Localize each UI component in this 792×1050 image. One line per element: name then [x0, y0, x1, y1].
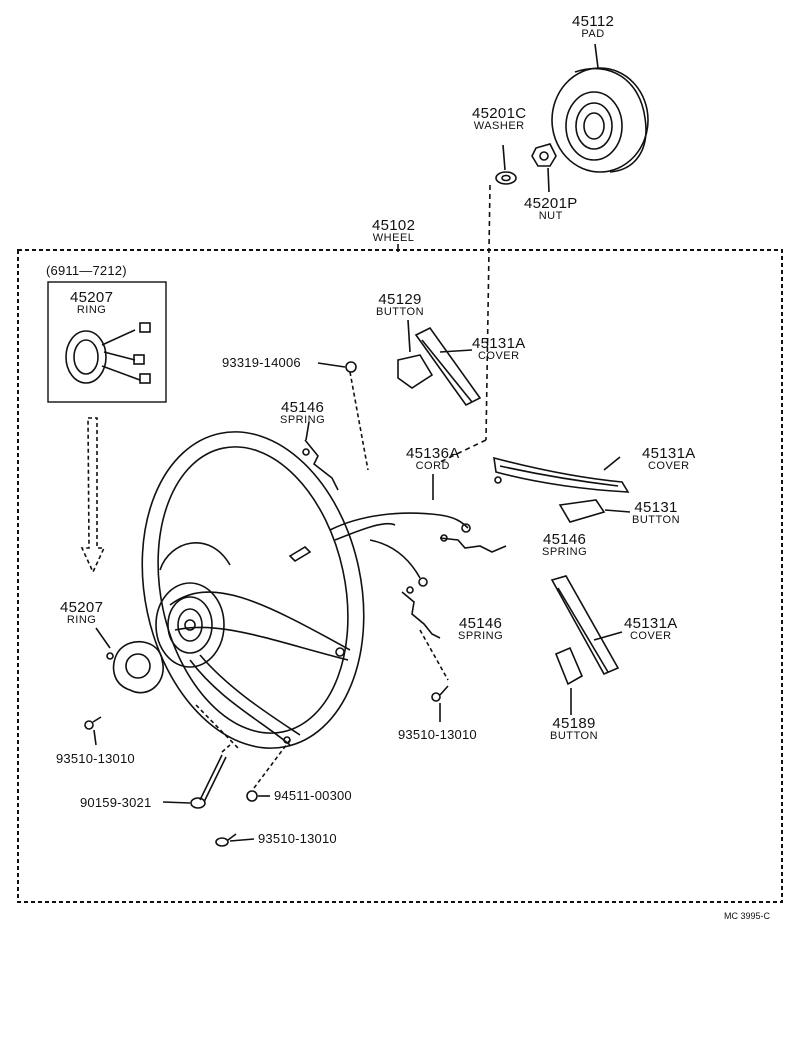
button-mid-name: BUTTON: [632, 514, 681, 526]
ring-inset-name: RING: [76, 304, 107, 316]
ring-label: 45207 RING: [60, 600, 103, 626]
cover-mid-number: 45131A: [642, 445, 696, 462]
screw-right-number: 93510-13010: [398, 727, 477, 742]
cover-mid-part: [493, 456, 630, 493]
cord-name: CORD: [415, 460, 450, 472]
cover-mid-name: COVER: [647, 460, 690, 472]
pad-label: 45112 PAD: [572, 14, 614, 40]
button-mid-label: 45131 BUTTON: [632, 500, 680, 526]
spring-left-number: 45146: [280, 399, 325, 416]
cover-top-label: 45131A COVER: [472, 336, 526, 362]
wheel-number: 45102: [372, 217, 416, 234]
button-mid-part: [558, 499, 631, 523]
wheel-label: 45102 WHEEL: [372, 218, 415, 244]
pad-number: 45112: [572, 13, 615, 30]
button-top-label: 45129 BUTTON: [376, 292, 424, 318]
cord-label: 45136A CORD: [406, 446, 460, 472]
ring-part: [95, 627, 164, 694]
ring-name: RING: [66, 614, 97, 626]
button-low-number: 45189: [552, 715, 596, 732]
cover-low-number: 45131A: [624, 615, 678, 632]
pad-name: PAD: [581, 28, 605, 40]
spring-low-label: 45146 SPRING: [458, 616, 503, 642]
inset-box: [47, 281, 167, 403]
spring-left-part: [302, 421, 339, 491]
spring-mid-label: 45146 SPRING: [542, 532, 587, 558]
wheel-name: WHEEL: [372, 232, 415, 244]
nut-label: 45201P NUT: [524, 196, 578, 222]
nut-small-part: [246, 739, 291, 802]
spring-left-label: 45146 SPRING: [280, 400, 325, 426]
nut-name: NUT: [538, 210, 563, 222]
screw-left-part: [84, 716, 102, 746]
spring-left-name: SPRING: [280, 414, 326, 426]
cover-top-part: [414, 326, 482, 407]
button-low-name: BUTTON: [550, 730, 599, 742]
bolt-number: 90159-3021: [80, 795, 152, 810]
washer-part: [495, 144, 517, 185]
washer-label: 45201C WASHER: [472, 106, 526, 132]
washer-number: 45201C: [472, 105, 527, 122]
spring-low-number: 45146: [458, 615, 503, 632]
screw-right-part: [431, 685, 449, 722]
button-top-number: 45129: [378, 291, 422, 308]
screw-top-number: 93319-14006: [222, 355, 301, 370]
button-low-label: 45189 BUTTON: [550, 716, 598, 742]
pad-part: [551, 43, 649, 173]
inset-ring-part: [65, 322, 151, 384]
screw-bottom-part: [215, 833, 255, 847]
ring-inset-number: 45207: [70, 289, 114, 306]
nut-small-number: 94511-00300: [274, 788, 352, 803]
nut-number: 45201P: [524, 195, 578, 212]
figure-code: MC 3995-C: [724, 911, 771, 921]
screw-left-number: 93510-13010: [56, 751, 135, 766]
spring-low-name: SPRING: [458, 630, 504, 642]
flow-arrow: [80, 417, 106, 574]
button-top-name: BUTTON: [376, 306, 425, 318]
inset-range: (6911—7212): [46, 263, 127, 278]
button-top-part: [397, 319, 434, 389]
screw-top-part: [317, 361, 369, 471]
cover-low-part: [550, 575, 623, 676]
ring-inset-label: 45207 RING: [70, 290, 113, 316]
button-low-part: [554, 646, 584, 715]
cover-low-label: 45131A COVER: [624, 616, 678, 642]
cover-low-name: COVER: [629, 630, 672, 642]
screw-bottom-number: 93510-13010: [258, 831, 337, 846]
cover-top-number: 45131A: [472, 335, 526, 352]
button-mid-number: 45131: [634, 499, 678, 516]
spring-mid-part: [439, 534, 507, 553]
cover-mid-label: 45131A COVER: [642, 446, 696, 472]
spring-mid-name: SPRING: [542, 546, 588, 558]
ring-number: 45207: [60, 599, 104, 616]
cord-part: [288, 474, 471, 587]
spring-mid-number: 45146: [542, 531, 587, 548]
cover-top-name: COVER: [477, 350, 520, 362]
cord-number: 45136A: [406, 445, 460, 462]
bolt-part: [162, 704, 241, 809]
washer-name: WASHER: [473, 120, 525, 132]
steering-wheel-part: [141, 431, 365, 749]
nut-part: [531, 143, 557, 193]
wheel-assembly-frame: [17, 249, 783, 903]
spring-low-part: [401, 586, 449, 681]
